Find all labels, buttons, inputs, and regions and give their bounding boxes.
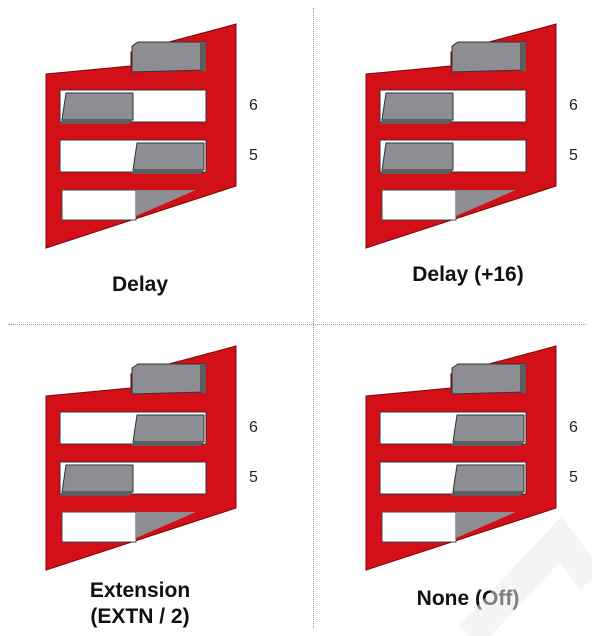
switch-5-knob-shadow xyxy=(451,492,524,496)
row-label-5: 5 xyxy=(569,469,578,486)
bottom-slot-white xyxy=(381,189,457,221)
panel-delay-plus-16: 65 xyxy=(365,23,578,249)
top-knob-side xyxy=(200,42,206,72)
caption-delay-plus-16: Delay (+16) xyxy=(412,263,524,286)
bottom-slot-grey xyxy=(136,512,196,538)
top-knob xyxy=(451,41,527,73)
row-label-6: 6 xyxy=(249,419,258,436)
top-knob xyxy=(131,363,207,395)
bottom-slot-grey xyxy=(136,190,196,216)
switch-6-knob-shadow xyxy=(380,120,453,124)
switch-6-knob-left xyxy=(381,92,454,121)
panel-extension: 65 xyxy=(45,345,258,571)
switch-5-knob-shadow xyxy=(131,170,204,174)
vertical-divider xyxy=(313,8,314,628)
row-label-6: 6 xyxy=(249,97,258,114)
switch-5-knob-left xyxy=(61,464,134,493)
horizontal-divider xyxy=(8,324,586,325)
switch-5-knob-right xyxy=(452,464,525,493)
bottom-slot-white xyxy=(61,189,137,221)
switch-6-knob-left xyxy=(61,92,134,121)
switch-5-knob-shadow xyxy=(60,492,133,496)
caption-delay: Delay xyxy=(111,273,169,296)
caption-extension: Extension (EXTN / 2) xyxy=(89,579,191,628)
row-label-6: 6 xyxy=(569,419,578,436)
panel-none-off: 65 xyxy=(365,345,578,571)
top-knob xyxy=(131,41,207,73)
switch-5-knob-shadow xyxy=(380,170,453,174)
switch-6-knob-right xyxy=(452,414,525,443)
row-label-6: 6 xyxy=(569,97,578,114)
top-knob-side xyxy=(520,364,526,394)
switch-6-knob-shadow xyxy=(60,120,133,124)
row-label-5: 5 xyxy=(249,147,258,164)
top-knob-side xyxy=(200,364,206,394)
row-label-5: 5 xyxy=(569,147,578,164)
bottom-slot-white xyxy=(381,511,457,543)
top-knob-side xyxy=(520,42,526,72)
panel-delay: 65 xyxy=(45,23,258,249)
switch-6-knob-shadow xyxy=(451,442,524,446)
switch-5-knob-left xyxy=(381,142,454,171)
top-knob xyxy=(451,363,527,395)
bottom-slot-grey xyxy=(456,190,516,216)
bottom-slot-white xyxy=(61,511,137,543)
row-label-5: 5 xyxy=(249,469,258,486)
switch-6-knob-shadow xyxy=(131,442,204,446)
caption-none-off: None (Off) xyxy=(416,587,520,610)
switch-6-knob-right xyxy=(132,414,205,443)
switch-5-knob-right xyxy=(132,142,205,171)
